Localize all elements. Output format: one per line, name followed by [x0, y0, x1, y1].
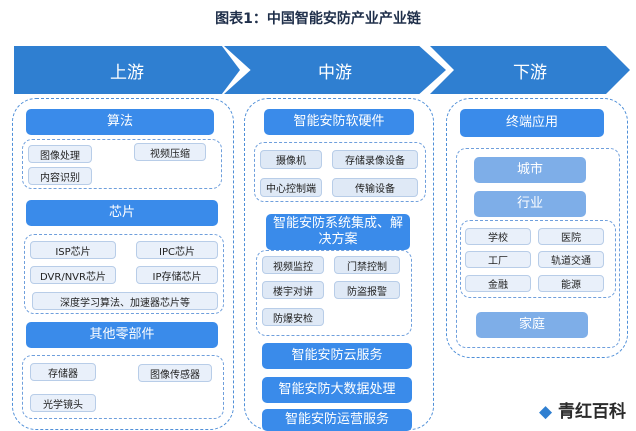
chip-memory: 存储器 — [30, 363, 96, 381]
stage-midstream: 中游 — [224, 46, 446, 94]
stage-upstream: 上游 — [14, 46, 240, 94]
chip-finance: 金融 — [465, 275, 531, 292]
chip-dvr-nvr: DVR/NVR芯片 — [30, 266, 116, 284]
chip-video-surveillance: 视频监控 — [262, 256, 324, 274]
chip-factory: 工厂 — [465, 251, 531, 268]
page-title: 图表1：中国智能安防产业产业链 — [215, 11, 421, 27]
operations-service: 智能安防运营服务 — [262, 409, 412, 431]
terminal-app-group — [456, 148, 620, 348]
stage-downstream: 下游 — [430, 46, 630, 94]
chip-intercom: 楼宇对讲 — [262, 281, 324, 299]
chip-explosion-check: 防爆安检 — [262, 308, 324, 326]
integration-group — [256, 250, 412, 336]
downstream-panel — [446, 98, 628, 358]
chip-rail-transit: 轨道交通 — [538, 251, 604, 268]
chip-hospital: 医院 — [538, 228, 604, 245]
chip-central-control: 中心控制端 — [260, 178, 322, 197]
parts-header: 其他零部件 — [26, 322, 218, 348]
hardware-header: 智能安防软硬件 — [264, 109, 414, 135]
bigdata-processing: 智能安防大数据处理 — [262, 377, 412, 403]
algorithm-group — [22, 139, 222, 189]
chip-burglar-alarm: 防盗报警 — [334, 281, 400, 299]
chip-isp: ISP芯片 — [30, 241, 116, 259]
chip-access-control: 门禁控制 — [334, 256, 400, 274]
chip-optical-lens: 光学镜头 — [30, 394, 96, 412]
chip-video-compression: 视频压缩 — [134, 143, 206, 161]
hardware-group — [254, 142, 426, 202]
parts-group — [22, 355, 224, 419]
industry-group — [460, 220, 616, 298]
chip-transmission: 传输设备 — [332, 178, 418, 197]
chip-energy: 能源 — [538, 275, 604, 292]
terminal-app-header: 终端应用 — [460, 109, 604, 137]
city: 城市 — [474, 157, 586, 183]
chip-ip-storage: IP存储芯片 — [136, 266, 218, 284]
chips-header: 芯片 — [26, 200, 218, 226]
algorithm-header: 算法 — [26, 109, 214, 135]
site-logo: ◆ 青红百科 — [535, 396, 630, 423]
chip-image-sensor: 图像传感器 — [138, 364, 212, 382]
industry-header: 行业 — [474, 191, 586, 217]
chips-group — [24, 234, 224, 314]
chip-deep-learning: 深度学习算法、加速器芯片等 — [32, 292, 218, 310]
chip-content-recognition: 内容识别 — [28, 167, 92, 185]
cloud-service: 智能安防云服务 — [262, 343, 412, 369]
chip-image-processing: 图像处理 — [28, 145, 92, 163]
chip-ipc: IPC芯片 — [136, 241, 218, 259]
home: 家庭 — [476, 312, 588, 338]
chip-camera: 摄像机 — [260, 150, 322, 169]
chip-school: 学校 — [465, 228, 531, 245]
chip-recording-storage: 存储录像设备 — [332, 150, 418, 169]
logo-text: 青红百科 — [558, 402, 626, 422]
integration-header: 智能安防系统集成、解决方案 — [266, 214, 410, 250]
